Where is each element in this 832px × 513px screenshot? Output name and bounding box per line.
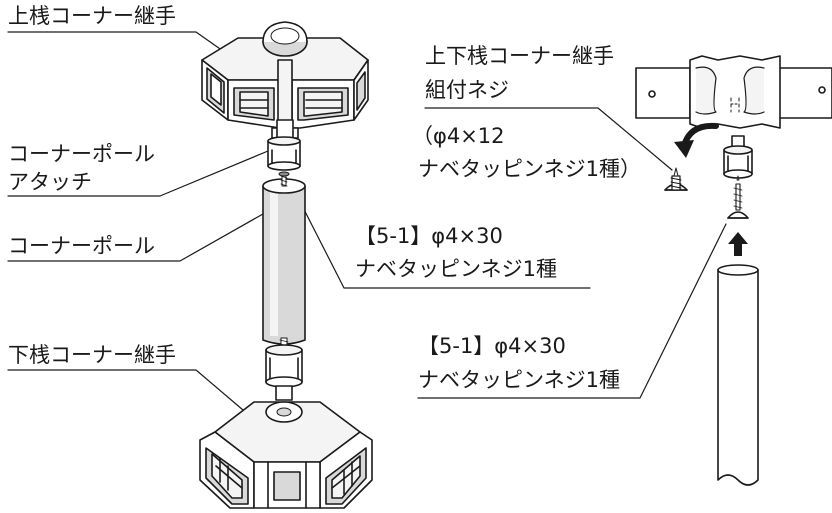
- pole-attach-right: [723, 135, 753, 179]
- corner-pole-attach: [267, 119, 301, 171]
- label-screw-center-1: 【5-1】φ4×30: [355, 224, 503, 248]
- label-screw-right-1: 【5-1】φ4×30: [418, 334, 566, 358]
- curved-arrow-icon: [674, 122, 719, 158]
- label-joint-screw-1: 上下桟コーナー継手: [425, 44, 614, 68]
- long-screw-icon: [727, 175, 749, 219]
- label-corner-pole-attach-1: コーナーポール: [8, 142, 155, 166]
- label-joint-screw-4: ナベタッピンネジ1種）: [418, 157, 641, 181]
- label-screw-center-2: ナベタッピンネジ1種: [355, 257, 557, 281]
- lower-pole-attach: [265, 337, 303, 401]
- label-joint-screw-2: 組付ネジ: [425, 78, 509, 102]
- label-corner-pole: コーナーポール: [8, 234, 155, 258]
- label-screw-right-2: ナベタッピンネジ1種: [418, 368, 620, 392]
- label-upper-corner-joint: 上桟コーナー継手: [8, 4, 176, 28]
- lower-corner-joint: [199, 401, 373, 509]
- small-screw-icon: [664, 167, 688, 191]
- corner-pole: [262, 171, 306, 345]
- right-pole: [717, 264, 759, 486]
- label-corner-pole-attach-2: アタッチ: [8, 170, 92, 194]
- rail-joint-detail: [635, 55, 832, 129]
- leader-lines: [7, 31, 727, 411]
- up-arrow-icon: [728, 232, 748, 256]
- label-joint-screw-3: （φ4×12: [412, 124, 505, 148]
- label-lower-corner-joint: 下桟コーナー継手: [8, 343, 176, 367]
